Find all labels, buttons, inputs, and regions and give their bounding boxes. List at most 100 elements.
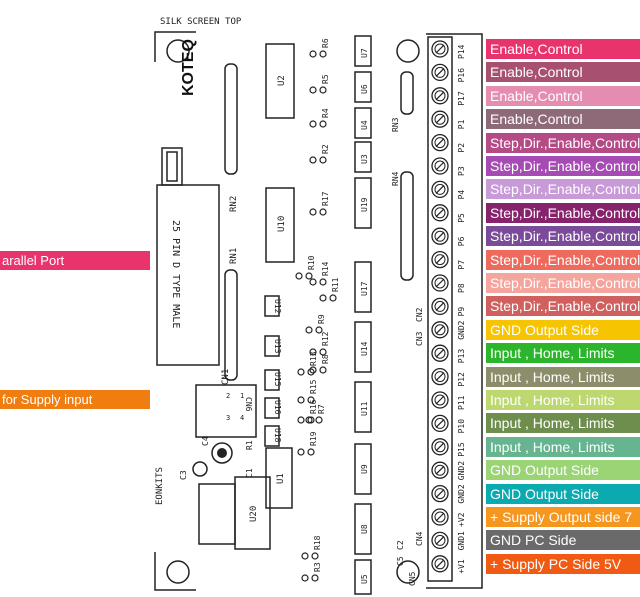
terminal-screw-slot [435,67,445,77]
terminal-screws [431,40,449,573]
terminal-screw [431,508,449,526]
u10-body [265,187,295,263]
terminal-screw [431,180,449,199]
c4-body [211,442,233,464]
terminal-screw-inner [434,183,446,195]
label-c1: C1 [245,468,254,478]
label-u3: U3 [360,154,369,164]
terminal-screw-slot [435,535,445,545]
resistor-labels: R6R5R4R2R17R14R12R13R15R16R19R10R11R9R8R… [307,38,340,572]
terminal-screw [431,484,449,503]
resistor-pad [309,208,317,216]
pin-label: P14 [457,44,466,59]
terminal-screw-inner [434,324,446,336]
label-u12: U12 [273,299,282,314]
resistor-pad [319,278,327,286]
resistor-pad [305,326,313,334]
terminal-screw-slot [435,372,445,382]
c4-marking [217,448,227,458]
pin-label: GND2 [457,484,466,503]
terminal-screw [431,87,449,105]
rn4-body [400,171,414,281]
pin-label: GND2 [457,320,466,339]
cn6-pin-2: 2 [226,392,230,400]
cn6-pin-4: 4 [240,414,244,422]
resistor-pad [311,552,319,560]
pin-label: P5 [457,213,466,223]
terminal-screw-slot [435,442,445,452]
u17-body [354,261,372,313]
terminal-screw-inner [434,254,446,266]
terminal-screw-inner [434,113,446,125]
maker-label: EONKITS [155,467,165,505]
terminal-screw [431,297,449,316]
label-u6: U6 [360,84,369,94]
terminal-label: Step,Dir.,Enable,Control [486,132,640,153]
label-u4: U4 [360,120,369,130]
label-c5: C5 [396,556,405,566]
u7-body [354,35,372,67]
resistor-pad [319,294,327,302]
terminal-screw [431,555,449,573]
label-cn6: CN6 [244,397,253,412]
terminal-screw-slot [435,114,445,124]
terminal-label: Step,Dir.,Enable,Control [486,249,640,270]
label-u15: U15 [273,372,282,387]
terminal-label: Input , Home, Limits [486,436,640,457]
mounting-hole [396,39,420,63]
terminal-screw-inner [434,300,446,312]
board-outline-right [426,33,483,589]
label-c4: C4 [201,436,210,446]
pin-label: P13 [457,349,466,364]
resistor-pad [309,156,317,164]
label-r5: R5 [321,74,330,84]
terminal-screw [431,531,449,550]
label-r2: R2 [321,144,330,154]
label-c2: C2 [396,540,405,550]
resistor-pad [319,348,327,356]
resistor-pad [307,448,315,456]
terminal-screw [431,133,449,152]
label-u7: U7 [360,48,369,58]
terminal-screw-inner [434,230,446,242]
u6-body [354,71,372,103]
u15-body [264,369,280,391]
resistor-pad [297,416,305,424]
label-r10: R10 [307,255,316,270]
resistor-pad [301,552,309,560]
terminal-screw-slot [435,559,445,569]
terminal-screw-inner [434,464,446,476]
pin-label: P7 [457,260,466,270]
u16-body [264,397,280,419]
side-label-parallel-port: arallel Port [0,251,150,270]
terminal-label: Enable,Control [486,39,640,59]
terminal-screw-inner [434,160,446,172]
u11-body [354,381,372,433]
pin-label: GND2 [457,461,466,480]
brand-logo: KOTEQ [180,39,197,96]
label-r11: R11 [331,277,340,292]
terminal-screw-inner [434,371,446,383]
silk-header: SILK SCREEN TOP [160,17,242,27]
terminal-screw-slot [435,489,445,499]
terminal-screw-slot [435,184,445,194]
u20-heatsink [198,483,236,545]
terminal-label: Step,Dir.,Enable,Control [486,296,640,317]
terminal-label: Input , Home, Limits [486,343,640,364]
terminal-screw-inner [434,43,446,55]
terminal-screw-slot [435,255,445,265]
terminal-screw-inner [434,394,446,406]
terminal-screw [431,274,449,292]
cn6-pin-3: 3 [226,414,230,422]
resistor-pad [307,396,315,404]
resistor-pad [311,574,319,582]
u2-body [265,43,295,119]
resistor-pad [301,574,309,582]
terminal-screw [431,157,449,175]
u9-body [354,443,372,495]
terminal-screw-slot [435,208,445,218]
mounting-hole [166,39,190,63]
pin-label: P17 [457,91,466,106]
terminal-screw-slot [435,418,445,428]
u18-body [264,425,280,447]
